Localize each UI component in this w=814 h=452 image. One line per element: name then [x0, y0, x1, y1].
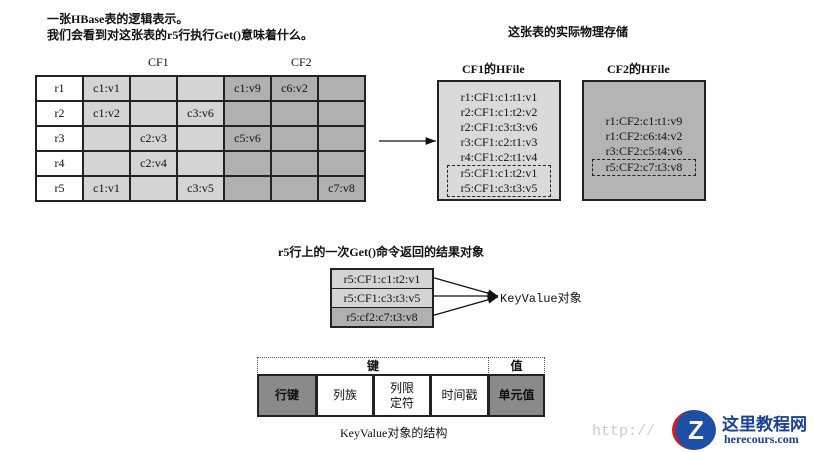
intro-line-1: 一张HBase表的逻辑表示。	[47, 12, 189, 26]
row-key-cell: r4	[35, 150, 84, 177]
kv-key-header: 键	[257, 357, 489, 375]
logo-domain: herecours.com	[724, 432, 799, 446]
logo-icon: Z	[672, 410, 716, 450]
table-cell: c6:v2	[270, 75, 319, 102]
cf2-highlight: r5:CF2:c7:t3:v8	[592, 159, 696, 176]
hfile-entry: r1:CF1:c1:t1:v1	[460, 90, 538, 104]
cf1-hfile-title: CF1的HFile	[462, 62, 525, 76]
table-cell	[82, 150, 131, 177]
hfile-entry: r5:CF2:c7:t3:v8	[605, 160, 683, 174]
get-title: r5行上的一次Get()命令返回的结果对象	[278, 245, 484, 259]
table-cell	[317, 125, 366, 152]
table-cell: c7:v8	[317, 175, 366, 202]
logo-site: 这里教程网	[722, 415, 807, 434]
table-cell	[270, 100, 319, 127]
hfile-entry: r1:CF2:c1:t1:v9	[605, 114, 683, 128]
table-cell	[129, 175, 178, 202]
hfile-entry: r4:CF1:c2:t1:v4	[460, 150, 538, 164]
watermark-url: http://	[592, 423, 656, 440]
kv-value-header: 值	[488, 357, 545, 375]
table-cell: c3:v5	[176, 175, 225, 202]
cf1-label: CF1	[148, 55, 169, 69]
result-arrow-3	[430, 296, 499, 317]
table-cell	[317, 100, 366, 127]
table-cell: c1:v2	[82, 100, 131, 127]
kv-caption: KeyValue对象的结构	[340, 426, 448, 440]
result-arrow-1	[430, 276, 499, 297]
result-row: r5:cf2:c7:t3:v8	[332, 308, 432, 327]
table-cell: c3:v6	[176, 100, 225, 127]
hfile-entry: r3:CF2:c5:t4:v6	[605, 144, 683, 158]
hfile-entry: r3:CF1:c2:t1:v3	[460, 135, 538, 149]
hfile-entry: r5:CF1:c3:t3:v5	[460, 181, 538, 195]
hfile-entry: r2:CF1:c3:t3:v6	[460, 120, 538, 134]
table-cell	[176, 150, 225, 177]
keyvalue-label: KeyValue对象	[500, 292, 582, 306]
kv-timestamp: 时间戳	[430, 374, 489, 417]
hfile-entry: r1:CF2:c6:t4:v2	[605, 129, 683, 143]
table-cell	[176, 75, 225, 102]
row-key-cell: r5	[35, 175, 84, 202]
cf2-label: CF2	[291, 55, 312, 69]
row-key-cell: r1	[35, 75, 84, 102]
table-cell: c2:v4	[129, 150, 178, 177]
table-cell	[270, 125, 319, 152]
table-cell	[176, 125, 225, 152]
kv-cell-value: 单元值	[488, 374, 545, 417]
table-cell: c1:v9	[223, 75, 272, 102]
table-cell: c1:v1	[82, 175, 131, 202]
get-results: r5:CF1:c1:t2:v1 r5:CF1:c3:t3:v5 r5:cf2:c…	[330, 268, 434, 328]
table-cell	[317, 150, 366, 177]
row-key-cell: r2	[35, 100, 84, 127]
cf2-hfile-title: CF2的HFile	[607, 62, 670, 76]
table-cell	[129, 100, 178, 127]
table-cell	[317, 75, 366, 102]
kv-rowkey: 行键	[257, 374, 317, 417]
table-row: r4 c2:v4	[35, 150, 366, 177]
table-cell	[223, 100, 272, 127]
table-cell	[223, 150, 272, 177]
table-cell	[82, 125, 131, 152]
table-row: r3 c2:v3 c5:v6	[35, 125, 366, 152]
result-row: r5:CF1:c1:t2:v1	[332, 270, 432, 289]
hfile-entry: r2:CF1:c1:t2:v2	[460, 105, 538, 119]
table-cell: c1:v1	[82, 75, 131, 102]
table-cell: c5:v6	[223, 125, 272, 152]
table-cell	[223, 175, 272, 202]
table-cell	[270, 150, 319, 177]
hfile-entry: r5:CF1:c1:t2:v1	[460, 166, 538, 180]
row-key-cell: r3	[35, 125, 84, 152]
intro-line-2: 我们会看到对这张表的r5行执行Get()意味着什么。	[47, 28, 313, 42]
physical-title: 这张表的实际物理存储	[508, 25, 629, 39]
kv-family: 列族	[316, 374, 374, 417]
result-row: r5:CF1:c3:t3:v5	[332, 289, 432, 308]
kv-qualifier: 列限定符	[373, 374, 431, 417]
table-cell	[129, 75, 178, 102]
table-cell	[270, 175, 319, 202]
table-cell: c2:v3	[129, 125, 178, 152]
